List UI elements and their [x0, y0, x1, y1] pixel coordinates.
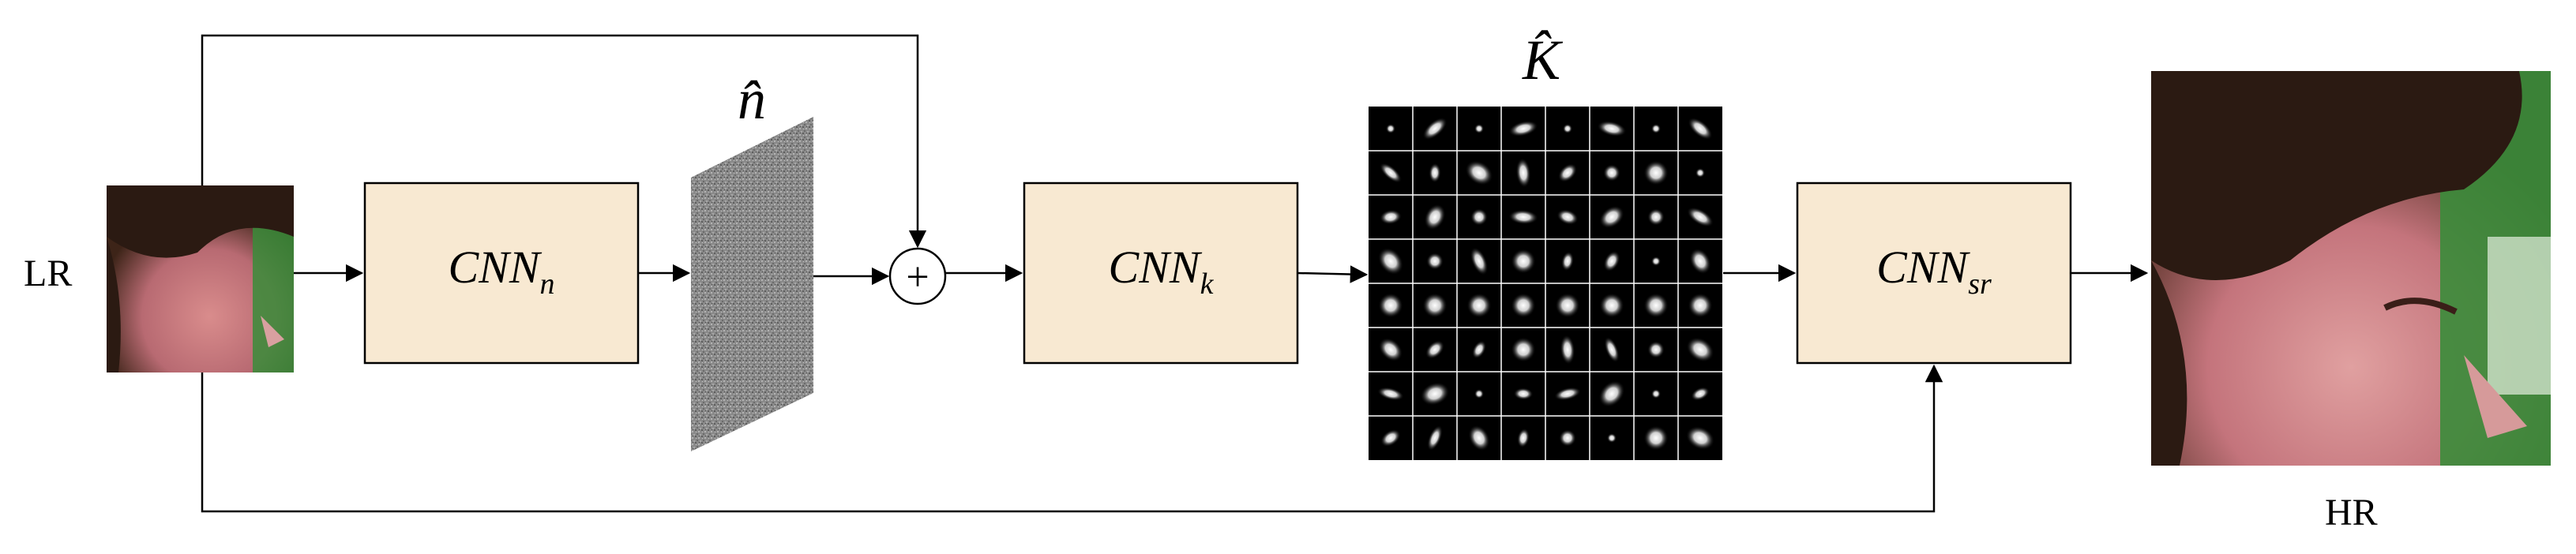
- kernel-blob: [1695, 168, 1705, 178]
- kernel-blob: [1688, 118, 1713, 140]
- kernel-blob: [1688, 293, 1713, 318]
- cnn-n-sub: n: [540, 268, 555, 301]
- svg-text:CNNn: CNNn: [448, 241, 554, 301]
- kernel-blob: [1598, 380, 1625, 407]
- kernel-blob: [1604, 336, 1620, 363]
- hr-image: [2151, 71, 2551, 466]
- add-operator: +: [888, 247, 947, 305]
- kernel-blob: [1378, 293, 1403, 318]
- kernel-blob: [1599, 205, 1624, 229]
- kernel-blob: [1508, 209, 1538, 225]
- kernel-blob: [1563, 124, 1572, 133]
- kernel-blob: [1643, 160, 1669, 185]
- cnn-k-module: CNNk: [1023, 182, 1299, 365]
- kernel-blob: [1558, 163, 1577, 182]
- skip-lr-to-add: [201, 34, 927, 249]
- kernel-blob: [1422, 117, 1448, 140]
- kernel-blob: [1599, 293, 1624, 318]
- kernel-blob: [1513, 387, 1534, 400]
- cnn-sr-sub: sr: [1968, 268, 1992, 301]
- kernel-blob: [1689, 248, 1711, 275]
- kernel-blob: [1515, 158, 1531, 188]
- kernel-blob: [1647, 341, 1665, 358]
- kernel-blob: [1685, 426, 1715, 450]
- kernel-blob: [1468, 425, 1490, 451]
- kernel-blob: [1603, 250, 1620, 272]
- cnn-n-module: CNNn: [363, 182, 640, 365]
- kernel-blob: [1422, 293, 1448, 318]
- kernel-blob: [1427, 425, 1443, 451]
- arrow-cnn-k-to-kernel: [1297, 265, 1369, 283]
- kernel-blob: [1380, 163, 1402, 183]
- kernel-grid: [1369, 107, 1722, 460]
- kernel-blob: [1560, 335, 1575, 365]
- kernel-blob: [1474, 389, 1484, 399]
- kernel-blob: [1687, 207, 1714, 227]
- cnn-k-main: CNN: [1109, 241, 1203, 293]
- kernel-blob: [1686, 337, 1714, 362]
- kernel-blob: [1511, 337, 1536, 362]
- kernel-blob: [1691, 387, 1710, 401]
- svg-text:CNNsr: CNNsr: [1876, 241, 1992, 301]
- kernel-blob: [1651, 389, 1661, 399]
- kernel-blob: [1380, 429, 1401, 447]
- noise-symbol: n̂: [738, 68, 766, 131]
- kernel-blob: [1472, 340, 1486, 359]
- kernel-symbol: K̂: [1522, 28, 1564, 92]
- kernel-blob: [1508, 120, 1538, 137]
- kernel-blob: [1420, 382, 1450, 406]
- lr-label: LR: [24, 253, 72, 294]
- kernel-blob: [1651, 256, 1661, 266]
- kernel-blob: [1378, 338, 1403, 361]
- cnn-sr-module: CNNsr: [1796, 182, 2072, 365]
- kernel-blob: [1511, 249, 1536, 274]
- noise-map: [691, 117, 813, 451]
- kernel-blob: [1424, 204, 1446, 230]
- kernel-blob: [1429, 163, 1441, 183]
- kernel-blob: [1378, 247, 1403, 275]
- kernel-blob: [1603, 164, 1620, 182]
- kernel-blob: [1377, 387, 1404, 401]
- kernel-blob: [1556, 209, 1579, 225]
- kernel-blob: [1643, 293, 1669, 318]
- lr-image: [107, 185, 294, 372]
- kernel-blob: [1466, 293, 1492, 318]
- kernel-blob: [1555, 293, 1580, 318]
- kernel-blob: [1647, 208, 1665, 226]
- kernel-blob: [1386, 124, 1395, 133]
- cnn-k-sub: k: [1200, 268, 1215, 301]
- kernel-blob: [1465, 160, 1493, 185]
- cnn-n-main: CNN: [448, 241, 542, 293]
- hr-label: HR: [2325, 492, 2378, 533]
- kernel-blob: [1561, 251, 1574, 271]
- kernel-blob: [1425, 340, 1444, 359]
- skip-lr-to-cnn-sr: [201, 364, 1943, 513]
- kernel-blob: [1470, 247, 1489, 275]
- add-symbol: +: [906, 255, 929, 300]
- kernel-blob: [1651, 124, 1661, 133]
- kernel-blob: [1474, 124, 1484, 133]
- kernel-blob: [1426, 253, 1444, 270]
- kernel-blob: [1559, 429, 1576, 447]
- kernel-blob: [1517, 428, 1530, 448]
- kernel-blob: [1554, 387, 1581, 401]
- cnn-sr-main: CNN: [1876, 241, 1970, 293]
- svg-text:CNNk: CNNk: [1109, 241, 1215, 301]
- kernel-blob: [1511, 293, 1536, 318]
- kernel-blob: [1470, 208, 1488, 226]
- kernel-blob: [1380, 209, 1402, 225]
- kernel-blob: [1607, 433, 1617, 443]
- kernel-blob: [1597, 121, 1627, 137]
- kernel-blob: [1643, 425, 1669, 451]
